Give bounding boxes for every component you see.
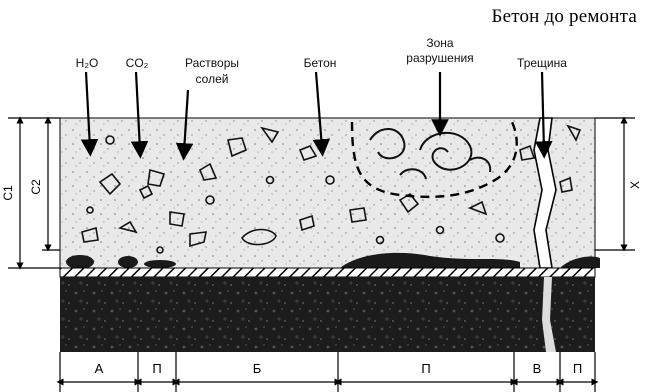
segment-v: В: [514, 361, 560, 376]
diagram-title: Бетон до ремонта: [491, 6, 637, 28]
segment-b: Б: [176, 361, 338, 376]
segment-p-1: П: [138, 361, 176, 376]
dimension-c1-label: C1: [1, 183, 15, 203]
segment-p-3: П: [560, 361, 595, 376]
dimension-c2-label: C2: [29, 177, 43, 197]
label-h2o: H₂O: [74, 57, 100, 69]
label-concrete: Бетон: [290, 57, 350, 69]
segment-a: А: [60, 361, 138, 376]
label-crack: Трещина: [500, 57, 584, 69]
segment-p-2: П: [338, 361, 514, 376]
label-zone-line1: Зона: [400, 37, 480, 49]
dark-substrate: [60, 277, 595, 352]
label-salts-line1: Растворы: [172, 57, 252, 69]
dimension-x-label: X: [628, 178, 642, 192]
label-zone-line2: разрушения: [392, 52, 488, 64]
label-co2: CO₂: [124, 57, 150, 69]
dimension-c2: [42, 120, 60, 250]
reinforcement-band: [60, 268, 595, 277]
label-salts-line2: солей: [172, 73, 252, 85]
